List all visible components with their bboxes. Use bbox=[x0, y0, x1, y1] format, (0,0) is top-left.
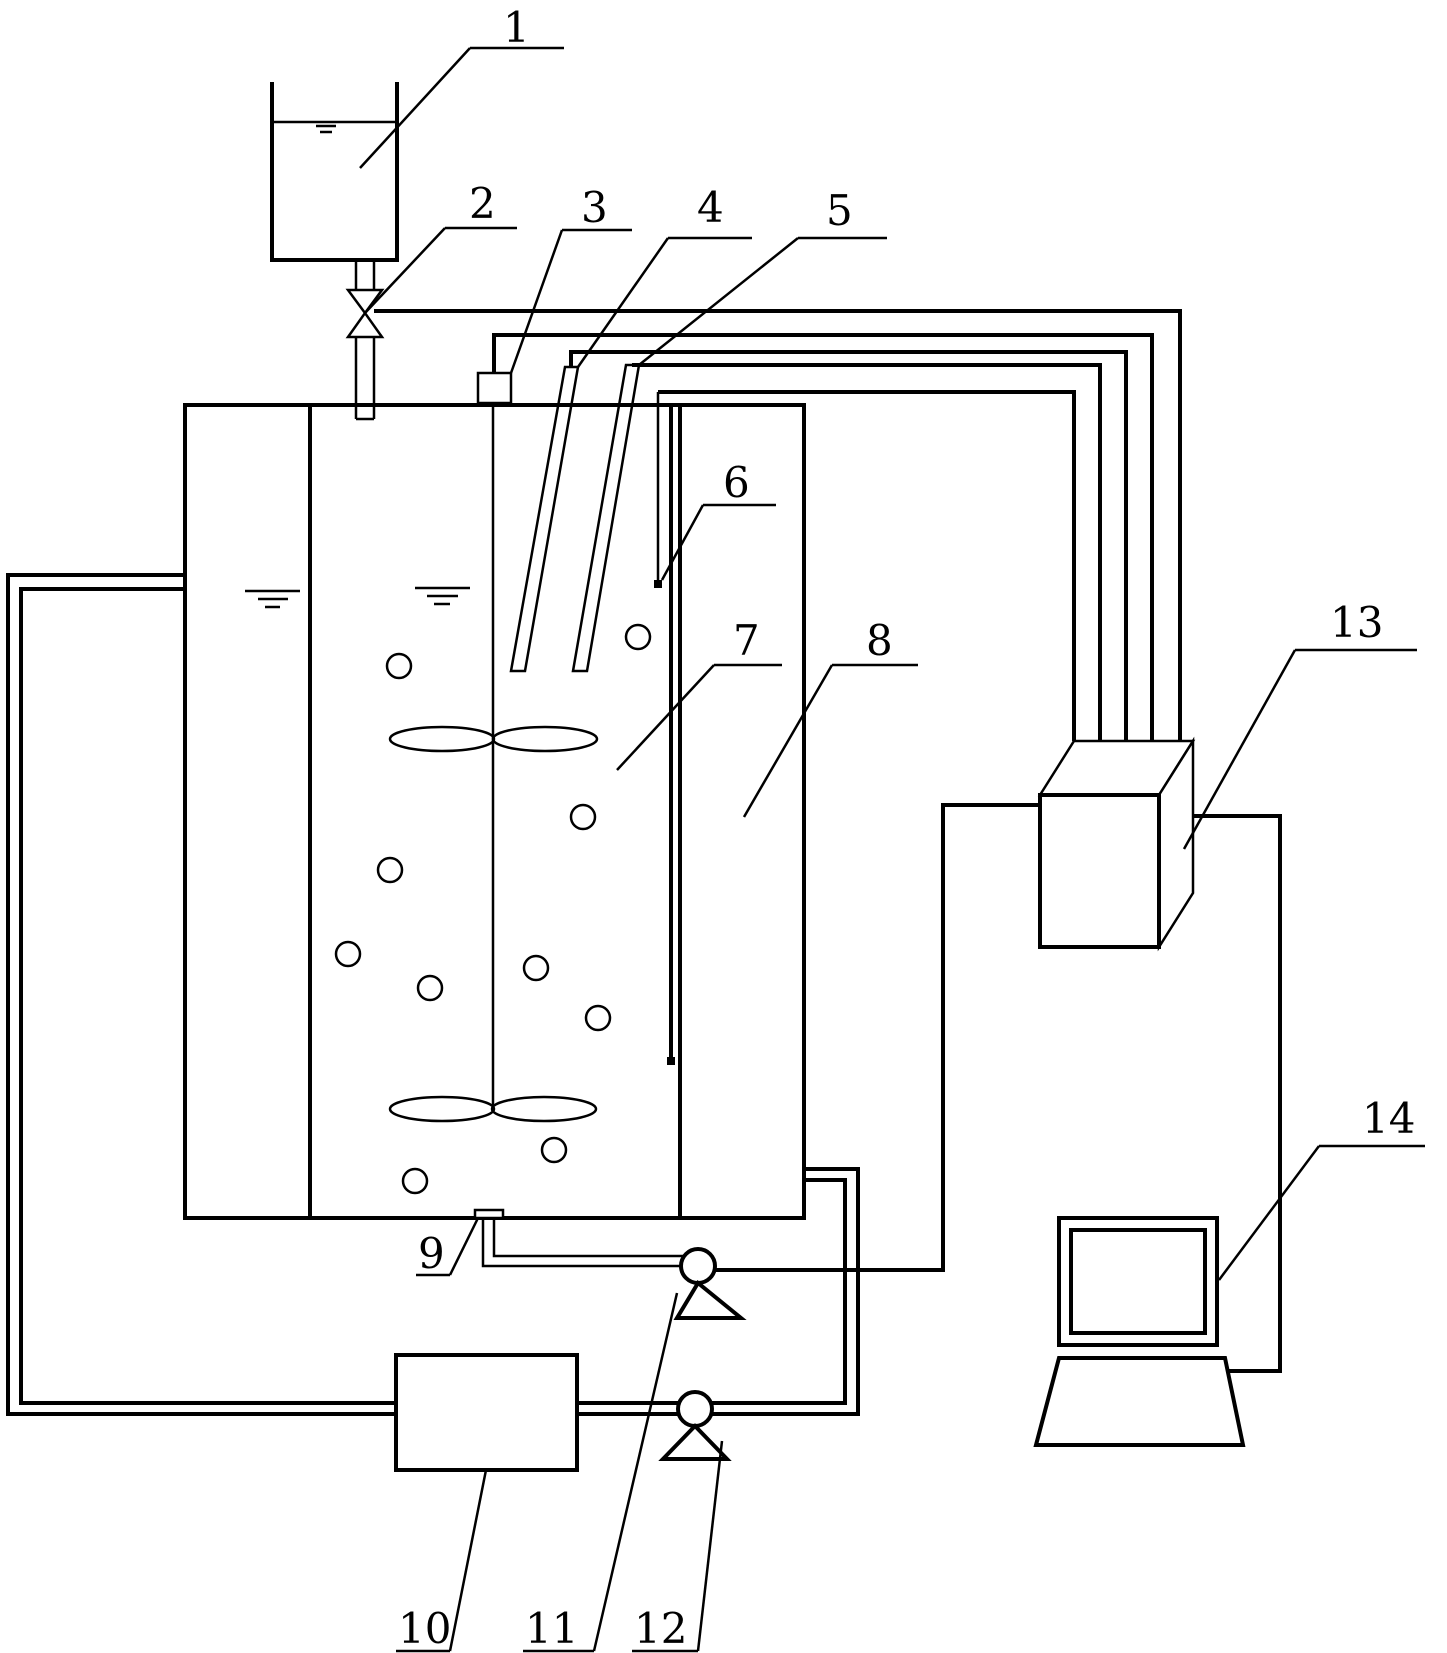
label-13: 13 bbox=[1330, 598, 1383, 647]
label-14: 14 bbox=[1362, 1094, 1415, 1143]
computer bbox=[1036, 1218, 1243, 1445]
temperature-probe bbox=[654, 392, 675, 1065]
label-2: 2 bbox=[469, 179, 496, 228]
label-7: 7 bbox=[733, 616, 760, 665]
label-1: 1 bbox=[503, 3, 530, 52]
reactor-vessel bbox=[185, 405, 804, 1218]
feed-tank bbox=[272, 82, 397, 260]
label-4: 4 bbox=[697, 183, 724, 232]
label-11: 11 bbox=[525, 1604, 578, 1653]
probes bbox=[511, 365, 639, 671]
label-3: 3 bbox=[581, 183, 608, 232]
number-labels: 1 2 3 4 5 6 7 8 9 10 11 12 13 14 bbox=[398, 3, 1415, 1653]
label-12: 12 bbox=[634, 1604, 687, 1653]
controller-box bbox=[1040, 741, 1193, 947]
label-8: 8 bbox=[866, 616, 893, 665]
controller-pump-cable bbox=[714, 805, 1040, 1270]
lid-sensor bbox=[478, 373, 511, 403]
label-10: 10 bbox=[398, 1604, 451, 1653]
solenoid-valve bbox=[348, 290, 382, 337]
label-9: 9 bbox=[418, 1229, 445, 1278]
feed-pipe bbox=[356, 260, 374, 419]
bottom-outlet bbox=[475, 1210, 503, 1218]
leader-lines bbox=[360, 48, 1425, 1651]
return-pipe bbox=[8, 575, 678, 1414]
label-5: 5 bbox=[826, 186, 853, 235]
recirculation-pipe bbox=[712, 1169, 858, 1414]
control-unit-10 bbox=[396, 1355, 577, 1470]
pump-11 bbox=[483, 1218, 741, 1318]
water-level-marks bbox=[245, 588, 470, 607]
label-6: 6 bbox=[723, 458, 750, 507]
